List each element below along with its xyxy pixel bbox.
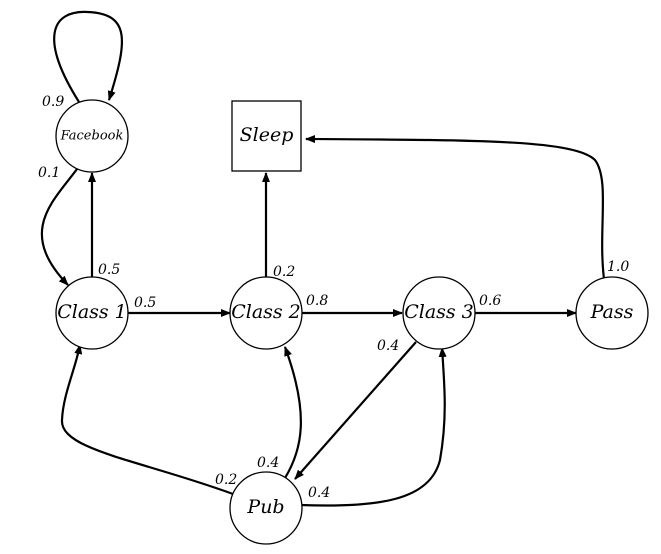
label-pub-to-class1: 0.2	[215, 472, 237, 488]
node-pass-label: Pass	[590, 301, 634, 323]
node-class2-label: Class 2	[231, 301, 301, 323]
label-class3-to-pass: 0.6	[479, 293, 501, 309]
node-class1-label: Class 1	[57, 301, 127, 323]
edge-pass-to-sleep	[305, 135, 606, 280]
node-class3-label: Class 3	[404, 301, 474, 323]
label-class2-to-sleep: 0.2	[273, 264, 295, 280]
node-pass: Pass	[575, 276, 649, 350]
edge-pub-to-class2	[283, 346, 302, 479]
node-sleep: Sleep	[231, 100, 302, 172]
edge-facebook-self-loop	[53, 10, 124, 103]
node-class3: Class 3	[402, 276, 476, 350]
node-sleep-label: Sleep	[240, 124, 294, 146]
node-pub: Pub	[229, 471, 303, 545]
label-pub-to-class3: 0.4	[308, 485, 330, 501]
edge-class3-to-pub	[294, 341, 417, 480]
node-class2: Class 2	[229, 276, 303, 350]
label-class3-to-pub: 0.4	[377, 338, 399, 354]
label-pass-to-sleep: 1.0	[607, 259, 629, 275]
node-class1: Class 1	[55, 276, 129, 350]
label-facebook-self: 0.9	[42, 94, 64, 110]
label-class1-to-facebook: 0.5	[98, 262, 120, 278]
edge-pub-to-class1	[60, 344, 234, 496]
label-pub-to-class2: 0.4	[257, 455, 279, 471]
label-facebook-to-class1: 0.1	[38, 165, 60, 181]
label-class1-to-class2: 0.5	[134, 295, 156, 311]
node-facebook-label: Facebook	[60, 129, 124, 144]
edge-facebook-to-class1	[40, 164, 81, 286]
node-pub-label: Pub	[246, 496, 284, 518]
edge-pub-to-class3	[299, 347, 447, 507]
label-class2-to-class3: 0.8	[306, 293, 328, 309]
node-facebook: Facebook	[55, 99, 129, 173]
